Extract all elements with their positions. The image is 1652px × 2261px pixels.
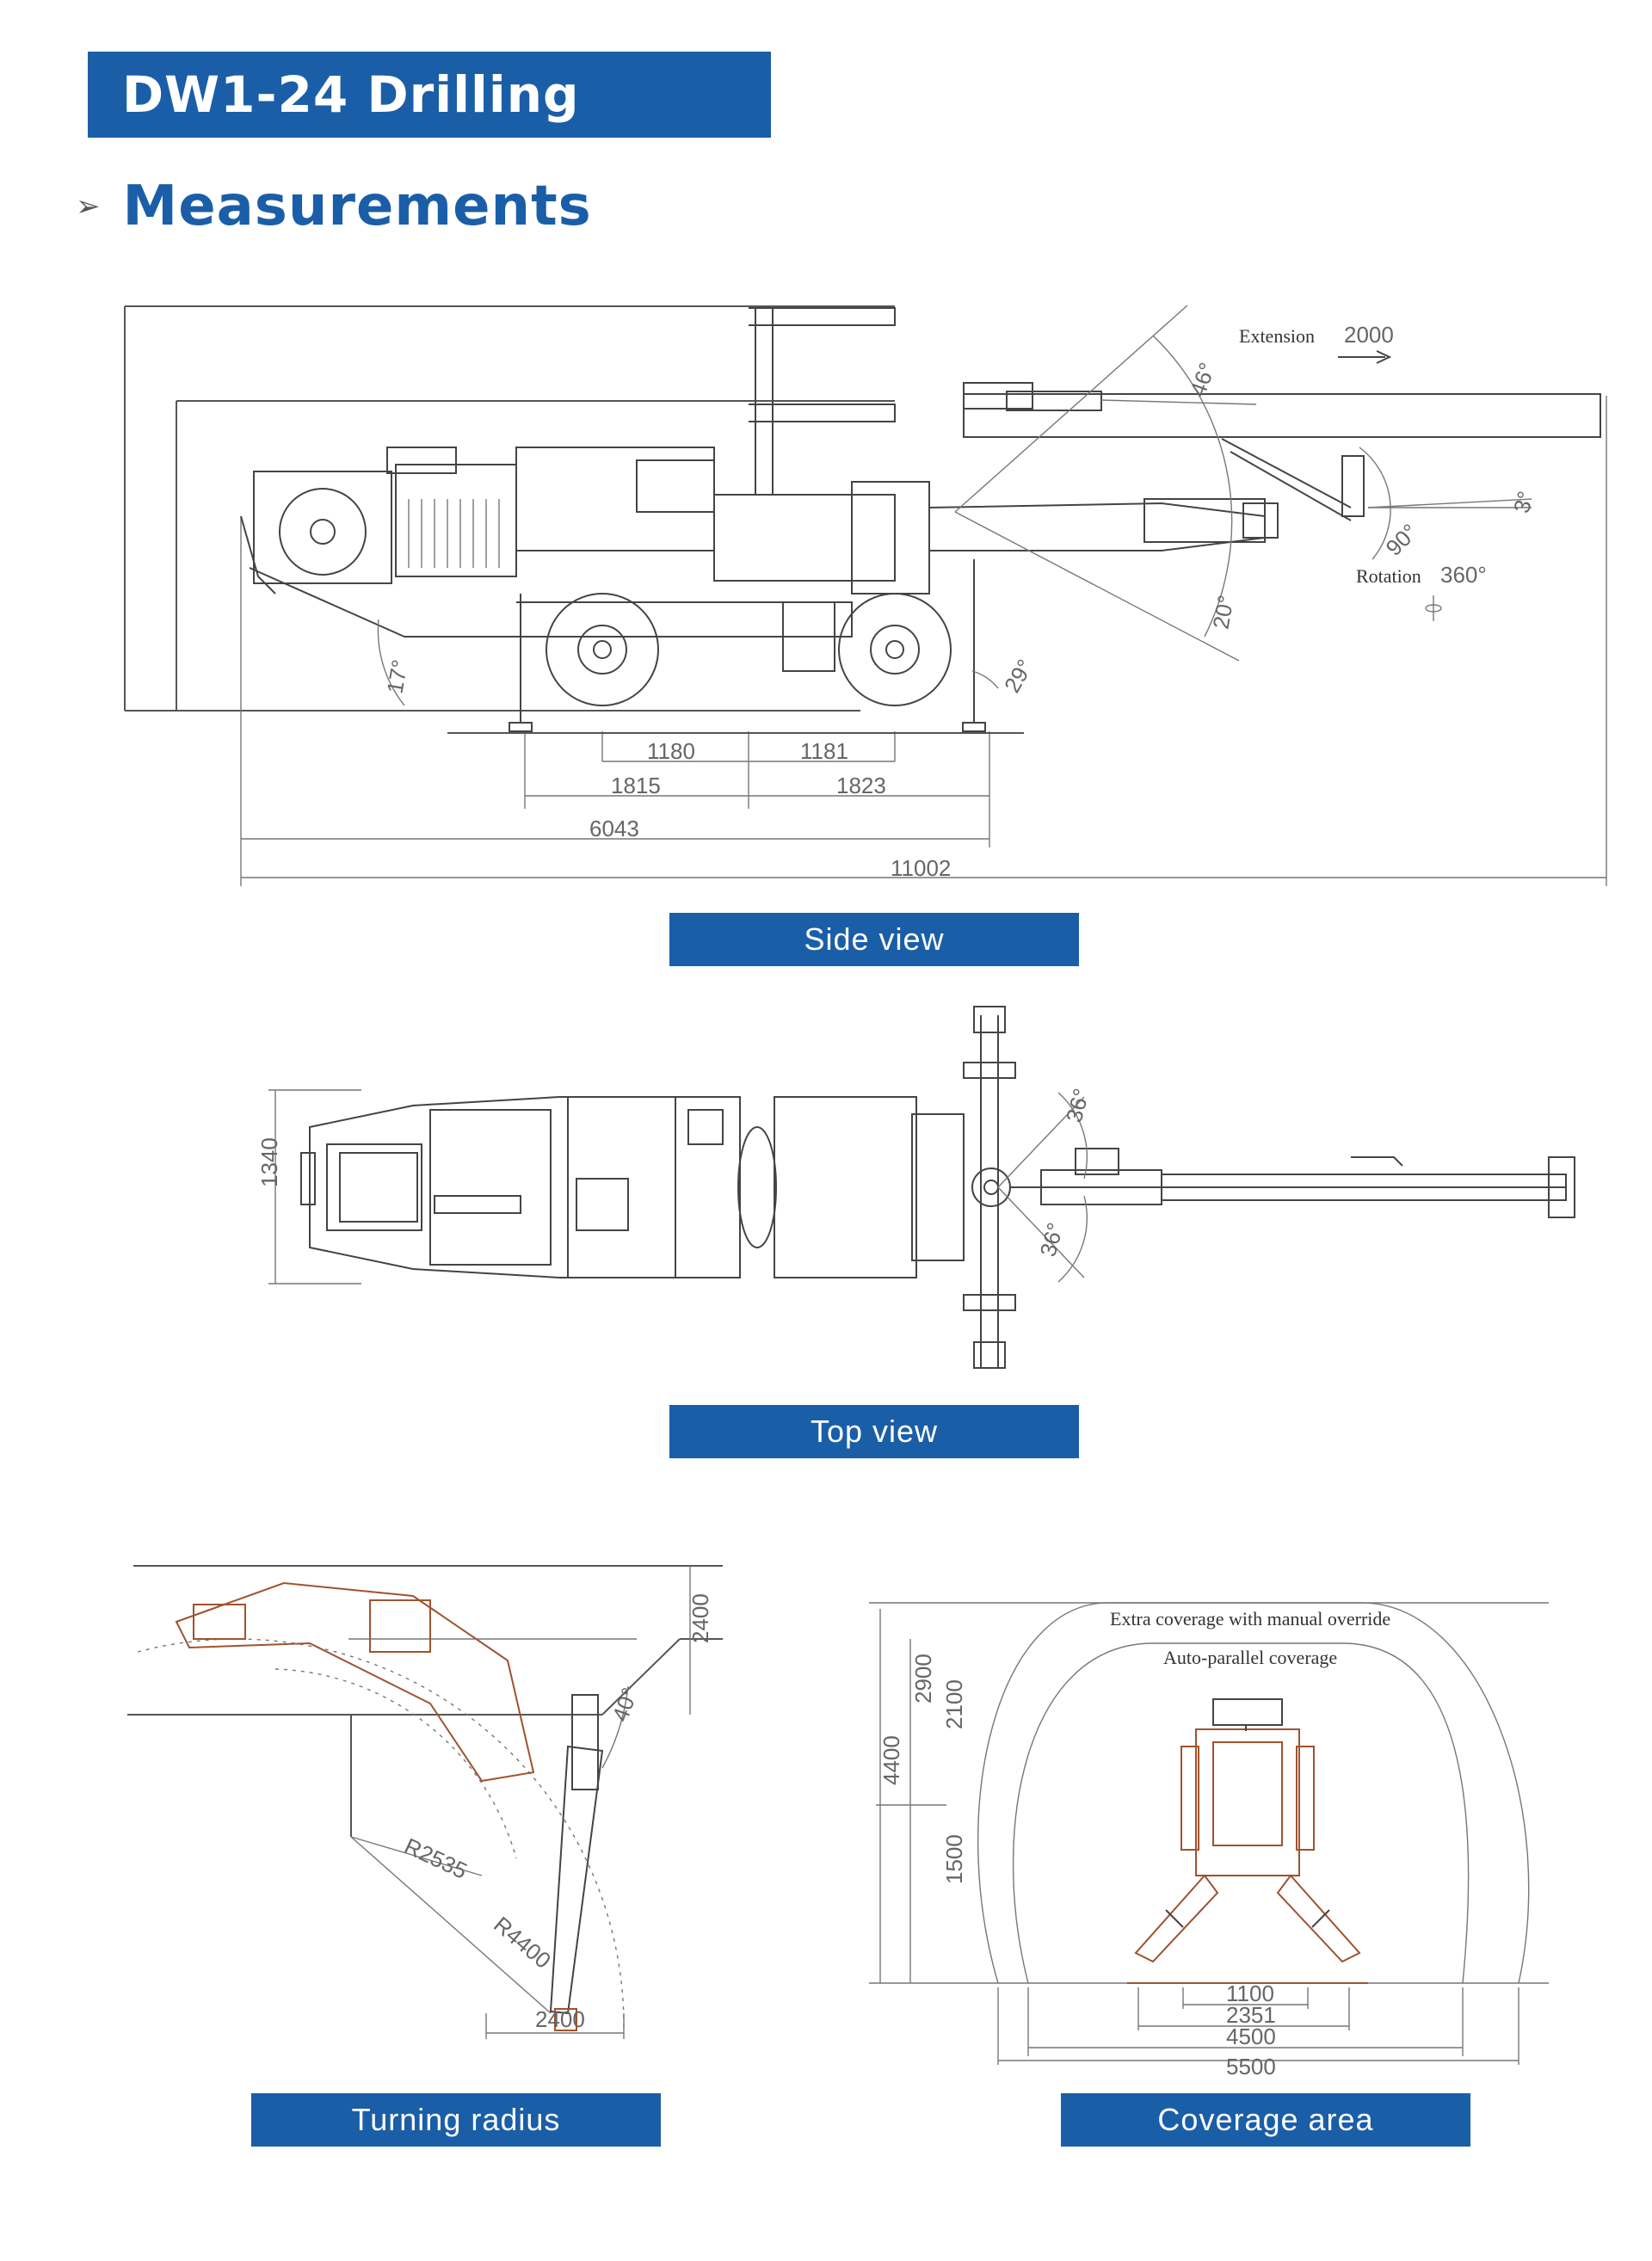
top-width-dim: 1340: [256, 1137, 282, 1187]
angle-29: 29°: [999, 655, 1039, 697]
coverage-area-drawing: Extra coverage with manual override Auto…: [869, 1602, 1549, 2079]
turning-radius-caption: Turning radius: [251, 2093, 661, 2147]
extra-coverage-label: Extra coverage with manual override: [1110, 1608, 1390, 1630]
top-view-caption: Top view: [669, 1405, 1079, 1458]
coverage-w5500: 5500: [1226, 2054, 1276, 2079]
coverage-w4500: 4500: [1226, 2024, 1276, 2049]
turning-radius-drawing: 2400 40° R2535 R4400 2400: [127, 1565, 723, 2039]
extension-label: Extension: [1239, 325, 1315, 347]
section-heading: ➢ Measurements: [76, 172, 592, 241]
top-view-drawing: 1340 36° 36°: [256, 1006, 1575, 1369]
coverage-h4400: 4400: [878, 1735, 904, 1785]
top-angle-upper: 36°: [1061, 1086, 1094, 1125]
turn-outer-radius: R4400: [489, 1912, 556, 1974]
angle-90: 90°: [1380, 519, 1422, 561]
section-title: Measurements: [122, 175, 592, 238]
turn-height-dim: 2400: [687, 1593, 713, 1643]
dim-11002: 11002: [891, 855, 951, 881]
coverage-w1100: 1100: [1226, 1981, 1274, 2006]
side-view-drawing: Extension 2000 Rotation 360° 46° 3° 90° …: [124, 305, 1607, 886]
angle-20: 20°: [1208, 593, 1239, 631]
extension-value: 2000: [1344, 322, 1394, 348]
coverage-w2351: 2351: [1226, 2002, 1276, 2028]
coverage-h1500: 1500: [941, 1834, 967, 1884]
page-title: DW1-24 Drilling Jumbo: [88, 52, 771, 210]
auto-parallel-label: Auto-parallel coverage: [1163, 1647, 1337, 1668]
coverage-h2900: 2900: [910, 1654, 936, 1703]
rotation-label: Rotation: [1356, 565, 1421, 587]
turn-angle: 40°: [607, 1685, 643, 1725]
dim-6043: 6043: [589, 816, 639, 841]
dim-1180: 1180: [647, 738, 695, 764]
dim-1815: 1815: [611, 773, 661, 798]
arrow-icon: ➢: [76, 189, 101, 224]
coverage-h2100: 2100: [941, 1679, 967, 1729]
top-angle-lower: 36°: [1035, 1220, 1069, 1260]
rotation-value: 360°: [1440, 562, 1487, 588]
dim-1181: 1181: [800, 738, 848, 764]
dim-1823: 1823: [836, 773, 886, 798]
coverage-area-caption: Coverage area: [1061, 2093, 1470, 2147]
turn-width-dim: 2400: [535, 2006, 585, 2032]
angle-17: 17°: [382, 657, 413, 695]
angle-3: 3°: [1508, 489, 1538, 516]
turn-inner-radius: R2535: [400, 1833, 471, 1884]
side-view-caption: Side view: [669, 913, 1079, 966]
